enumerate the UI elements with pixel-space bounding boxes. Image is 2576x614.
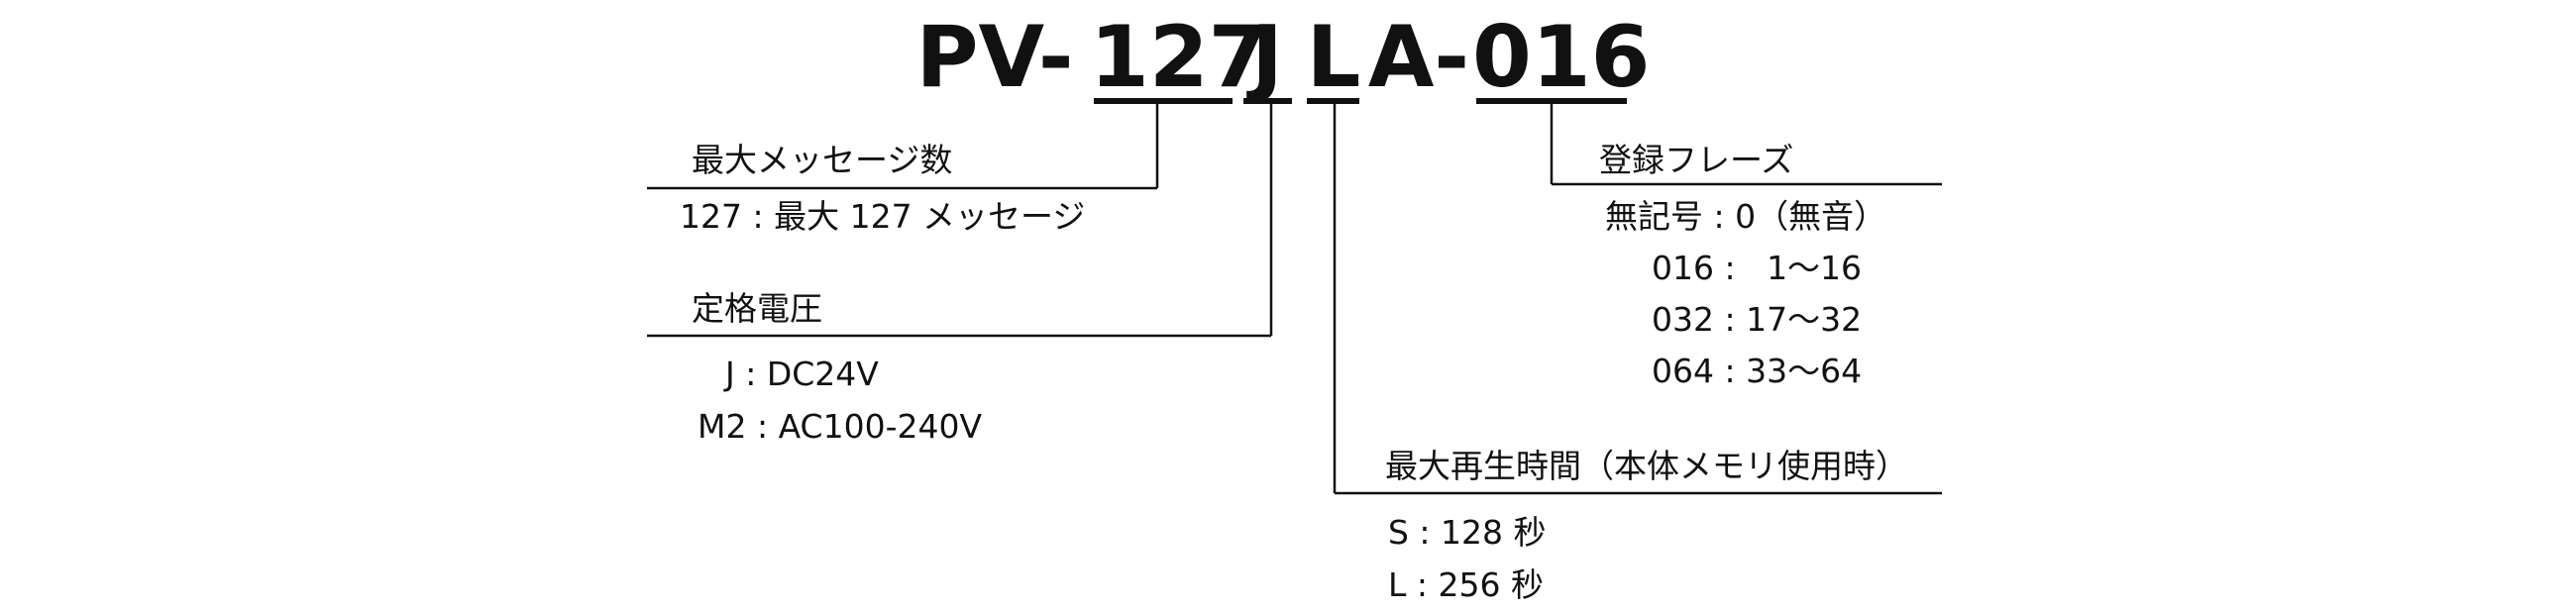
messages-item-127: 127 : 最大 127 メッセージ bbox=[680, 197, 1086, 236]
model-code-mid: A- bbox=[1367, 8, 1470, 107]
model-code-voltage: J bbox=[1251, 8, 1283, 107]
model-code-phrases: 016 bbox=[1472, 8, 1651, 107]
messages-title: 最大メッセージ数 bbox=[692, 141, 953, 179]
time-title: 最大再生時間（本体メモリ使用時） bbox=[1385, 447, 1908, 485]
phrases-item-none: 無記号 : 0（無音） bbox=[1605, 197, 1887, 236]
voltage-title: 定格電圧 bbox=[692, 289, 822, 328]
phrases-item-016: 016 : 1〜16 bbox=[1652, 249, 1863, 287]
model-code-time: L bbox=[1306, 8, 1361, 107]
model-code-prefix: PV- bbox=[915, 8, 1074, 107]
phrases-item-032: 032 : 17〜32 bbox=[1652, 300, 1863, 339]
phrases-item-064: 064 : 33〜64 bbox=[1652, 352, 1863, 390]
voltage-item-m2: M2 : AC100-240V bbox=[698, 407, 983, 446]
time-item-s: S : 128 秒 bbox=[1388, 513, 1547, 552]
time-item-l: L : 256 秒 bbox=[1388, 565, 1544, 604]
phrases-title: 登録フレーズ bbox=[1599, 141, 1794, 179]
voltage-item-j: J : DC24V bbox=[725, 355, 879, 393]
